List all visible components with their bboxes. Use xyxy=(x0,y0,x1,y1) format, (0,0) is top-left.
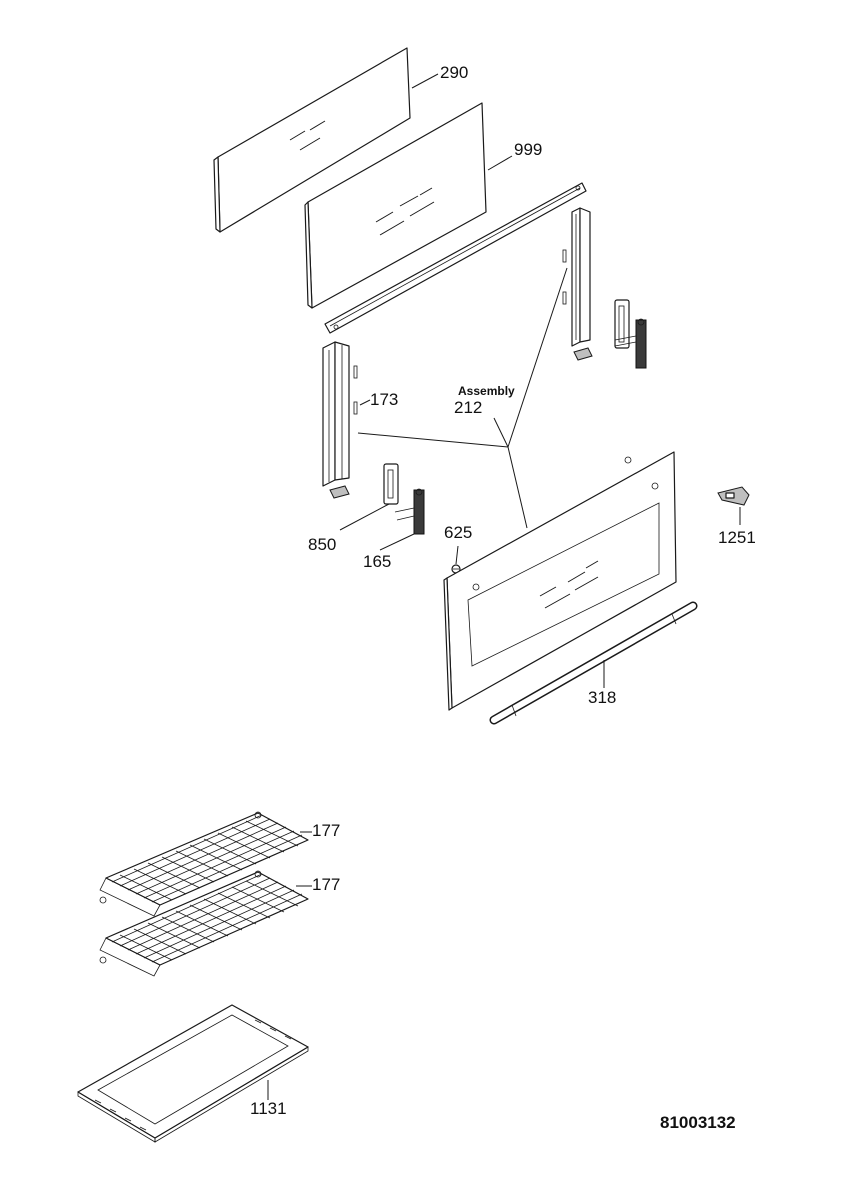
callout-318: 318 xyxy=(588,688,616,707)
callout-173: 173 xyxy=(370,390,398,409)
callout-999: 999 xyxy=(514,140,542,159)
callout-1251: 1251 xyxy=(718,528,756,547)
callout-1131: 1131 xyxy=(250,1099,287,1118)
hinge-bracket-850[interactable] xyxy=(383,463,399,505)
leader-625 xyxy=(455,545,459,565)
top-frame-strip[interactable] xyxy=(324,182,587,334)
leader-850 xyxy=(339,503,390,531)
glass-pane-290[interactable] xyxy=(213,47,411,233)
leader-173 xyxy=(359,399,371,406)
screw-625[interactable] xyxy=(451,564,461,574)
wire-shelf-177-bottom[interactable] xyxy=(99,870,309,977)
callout-212: 212 xyxy=(454,398,482,417)
callout-165: 165 xyxy=(363,552,391,571)
leader-165 xyxy=(379,533,415,551)
right-side-profile[interactable] xyxy=(562,207,593,361)
callout-177-bottom: 177 xyxy=(312,875,340,894)
door-handle-318[interactable] xyxy=(489,601,698,725)
baking-tray-1131[interactable] xyxy=(77,1004,309,1143)
door-outer-panel[interactable] xyxy=(443,451,677,711)
callout-212-caption: Assembly xyxy=(458,384,515,398)
callout-625: 625 xyxy=(444,523,472,542)
callout-290: 290 xyxy=(440,63,468,82)
clip-1251[interactable] xyxy=(717,486,750,506)
document-number: 81003132 xyxy=(660,1113,736,1132)
glass-pane-999[interactable] xyxy=(304,102,487,309)
hinge-165[interactable] xyxy=(394,488,425,535)
leader-290 xyxy=(411,73,439,89)
leader-999 xyxy=(487,155,513,171)
assembly-212-leaders xyxy=(357,267,568,529)
hinge-right[interactable] xyxy=(614,299,647,369)
callout-177-top: 177 xyxy=(312,821,340,840)
callout-850: 850 xyxy=(308,535,336,554)
wire-shelf-177-top[interactable] xyxy=(99,811,309,917)
left-side-profile-173[interactable] xyxy=(322,341,358,499)
